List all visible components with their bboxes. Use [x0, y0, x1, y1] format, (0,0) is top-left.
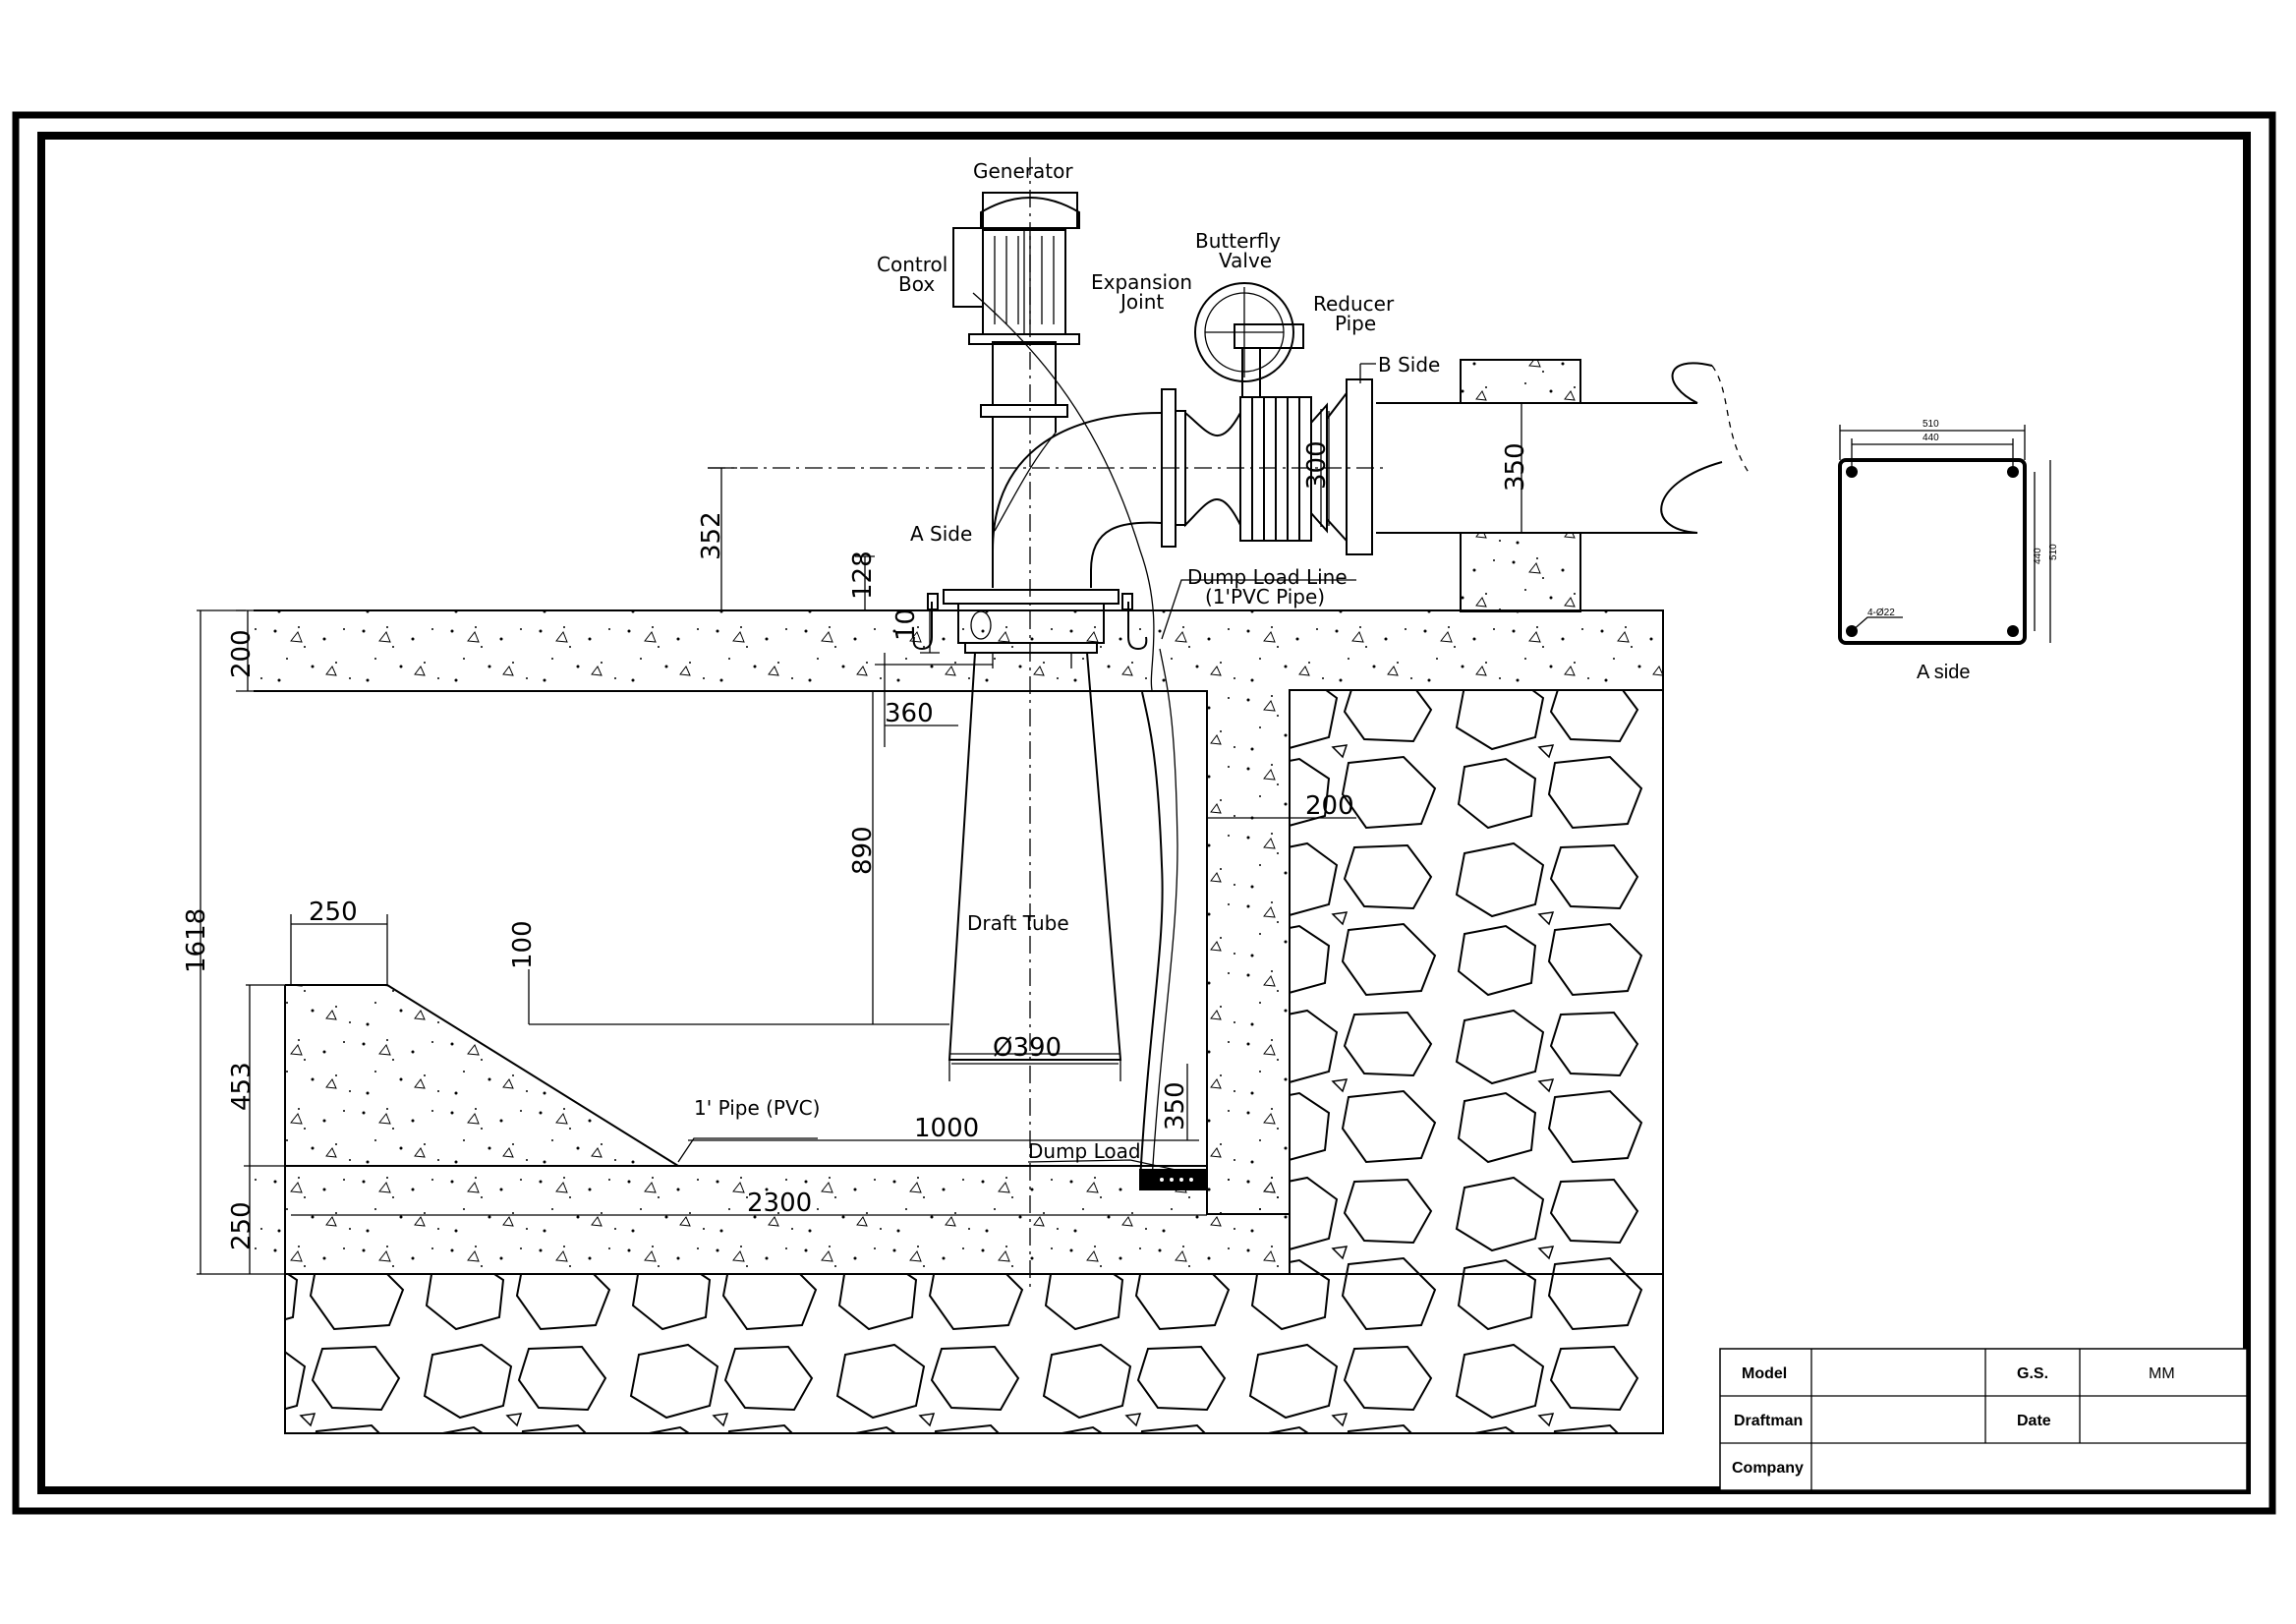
draft-tube [947, 652, 1122, 1065]
label-reducer-pipe-1: Reducer [1313, 292, 1395, 316]
title-block [1719, 1348, 2248, 1491]
stone-fill-bottom [284, 1273, 1664, 1434]
label-generator: Generator [973, 159, 1073, 183]
dim-250-bottom: 250 [227, 1201, 257, 1250]
tb-model-label: Model [1742, 1365, 1787, 1382]
flange-dim-440-width: 440 [1923, 433, 1939, 443]
flange-dim-510-width: 510 [1923, 419, 1939, 430]
dim-890: 890 [848, 826, 878, 875]
concrete-bottom-slab [254, 1166, 1290, 1274]
flange-dim-510-height: 510 [2048, 544, 2059, 560]
concrete-pier-2 [1460, 532, 1581, 612]
concrete-ramp [285, 985, 678, 1166]
flange-caption: A side [1917, 662, 1970, 683]
dim-350-pipe: 350 [1501, 442, 1530, 492]
label-dump-load: Dump Load [1028, 1139, 1141, 1163]
dim-200-top: 200 [227, 629, 257, 678]
dim-350-dump: 350 [1161, 1081, 1190, 1131]
label-expansion-joint-1: Expansion [1091, 270, 1192, 294]
flange-dim-440-height: 440 [2033, 548, 2043, 564]
label-butterfly-valve-2: Valve [1219, 249, 1272, 272]
dim-100: 100 [508, 920, 538, 969]
turbine-flange [912, 589, 1148, 654]
turbine-elbow [952, 192, 1163, 691]
label-pipe-pvc: 1' Pipe (PVC) [694, 1096, 820, 1120]
tb-gs-value: MM [2149, 1365, 2175, 1382]
label-dump-load-line-1: Dump Load Line [1187, 565, 1348, 589]
label-dump-load-line-2: (1'PVC Pipe) [1205, 585, 1325, 609]
stone-fill-right [1289, 689, 1664, 1275]
dim-250-top: 250 [309, 898, 358, 927]
label-reducer-pipe-2: Pipe [1335, 312, 1376, 335]
tb-draftman-label: Draftman [1734, 1413, 1803, 1429]
dim-1618: 1618 [182, 908, 211, 973]
dim-352: 352 [697, 511, 726, 560]
label-control-box-2: Box [898, 272, 935, 296]
label-draft-tube: Draft Tube [967, 911, 1069, 935]
butterfly-valve-handwheel [1194, 282, 1294, 382]
dim-360: 360 [885, 699, 934, 728]
dim-453: 453 [227, 1062, 257, 1111]
flange-holes: 4-Ø22 [1867, 608, 1895, 618]
dump-load-line [1139, 648, 1206, 1190]
structure-outline [254, 609, 1664, 1433]
dim-300: 300 [1302, 440, 1332, 490]
tb-date-label: Date [2017, 1413, 2051, 1429]
dim-1000: 1000 [914, 1114, 979, 1143]
dim-390: Ø390 [993, 1033, 1062, 1063]
outer-border [12, 111, 2276, 1515]
label-expansion-joint-2: Joint [1119, 290, 1164, 314]
tb-gs-label: G.S. [2017, 1365, 2048, 1382]
label-b-side: B Side [1378, 353, 1440, 377]
dim-128: 128 [848, 551, 878, 600]
label-control-box-1: Control [877, 253, 947, 276]
tb-company-label: Company [1732, 1460, 1804, 1477]
label-a-side: A Side [910, 522, 972, 546]
concrete-pier-1 [1460, 359, 1581, 404]
concrete-right-wall [1207, 691, 1290, 1214]
dim-200-wall: 200 [1305, 791, 1354, 821]
dim-2300: 2300 [747, 1189, 812, 1218]
flange-detail [1838, 425, 2051, 645]
label-butterfly-valve-1: Butterfly [1195, 229, 1281, 253]
inner-border [37, 132, 2251, 1494]
penstock-pipe [1376, 362, 1751, 534]
dimension-lines [197, 363, 1522, 1275]
centerlines [708, 157, 1386, 1288]
dim-10: 10 [891, 609, 921, 641]
